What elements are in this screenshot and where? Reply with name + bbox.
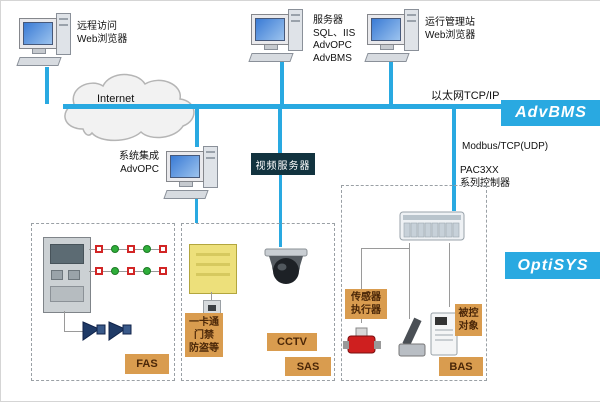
ethernet-trunk-line [63,104,596,109]
badge-line: 一卡通 [189,316,219,328]
advbms-banner: AdvBMS [501,100,600,126]
fas-zone-box [31,223,175,381]
cctv-badge: CCTV [267,333,317,351]
video-server-box: 视频服务器 [251,153,315,175]
connector-line [89,249,95,250]
keyboard-icon [163,190,209,199]
monitor-stand [264,45,278,50]
badge-line: 门禁 [194,329,214,341]
drop-line-remote [45,67,49,104]
connector-line [64,331,84,332]
label-line: 系统集成 [119,151,159,162]
badge-line: 执行器 [351,305,381,316]
computer-tower-icon [404,9,419,51]
integration-down-line [195,199,198,223]
valve-actuator-icon [343,327,381,354]
label-line: 系列控制器 [460,177,510,189]
computer-tower-icon [56,13,71,55]
fire-alarm-panel-icon [43,237,91,313]
optisys-banner: OptiSYS [505,252,600,279]
keyboard-icon [16,57,62,66]
label-line: PAC3XX [460,165,499,176]
badge-line: 被控 [458,308,479,319]
controller-label: PAC3XX 系列控制器 [460,165,510,190]
monitor-stand [179,182,193,187]
label-line: SQL、IIS [313,27,356,39]
monitor-icon [251,14,289,45]
label-line: 运行管理站 [425,17,475,28]
integration-pc [163,146,222,204]
internet-label: Internet [97,93,135,105]
connector-line [89,271,95,272]
label-line: Web浏览器 [425,29,476,41]
detector-chain [95,245,167,255]
drop-line-video-server [278,109,282,153]
sensor-actuator-badge: 传感器 执行器 [345,289,387,319]
controlled-object-badge: 被控 对象 [455,304,482,336]
connector-line [361,248,410,249]
drop-line-operator [389,61,393,104]
connector-line [409,243,410,319]
computer-tower-icon [288,9,303,51]
monitor-icon [166,151,204,182]
badge-line: 传感器 [351,292,381,303]
remote-access-pc [16,13,75,71]
drop-line-server [280,61,284,104]
pac-controller-icon [399,211,465,241]
management-station-pc [364,9,423,67]
fas-badge: FAS [125,354,169,374]
computer-tower-icon [203,146,218,188]
sas-badge: SAS [285,357,331,376]
keyboard-icon [364,53,410,62]
server-pc [248,9,307,67]
badge-line: 对象 [458,321,479,332]
sas-zone-box [181,223,335,381]
monitor-stand [32,49,46,54]
modbus-line [452,109,456,211]
modbus-label: Modbus/TCP(UDP) [462,141,549,152]
detector-chain [95,267,167,277]
keyboard-icon [248,53,294,62]
badge-line: 防盗等 [189,342,219,354]
label-line: AdvOPC [313,40,352,51]
monitor-icon [367,14,405,45]
video-to-camera-line [279,175,282,247]
alarm-speaker-icon [108,321,132,341]
damper-actuator-icon [398,317,426,357]
monitor-icon [19,18,57,49]
connector-line [361,248,362,323]
server-label: 服务器 SQL、IIS AdvOPC AdvBMS [313,15,355,65]
label-line: AdvBMS [313,52,352,64]
ethernet-label: 以太网TCP/IP [431,90,500,102]
access-badge: 一卡通 门禁 防盗等 [185,313,223,357]
bas-badge: BAS [439,357,483,376]
label-line: AdvOPC [120,163,159,175]
management-station-label: 运行管理站 Web浏览器 [425,17,475,42]
bas-zone-box [341,185,487,381]
remote-access-label: 远程访问 Web浏览器 [77,21,127,46]
connector-line [449,243,450,307]
label-line: 远程访问 [77,21,117,32]
dome-camera-icon [264,248,308,284]
label-line: Web浏览器 [77,33,128,45]
access-control-panel-icon [189,244,237,294]
alarm-speaker-icon [82,321,106,341]
integration-label: 系统集成 AdvOPC [107,151,159,176]
connector-line [211,292,212,300]
monitor-stand [380,45,394,50]
label-line: 服务器 [313,15,343,26]
connector-line [64,311,65,332]
drop-line-integration [195,109,199,147]
